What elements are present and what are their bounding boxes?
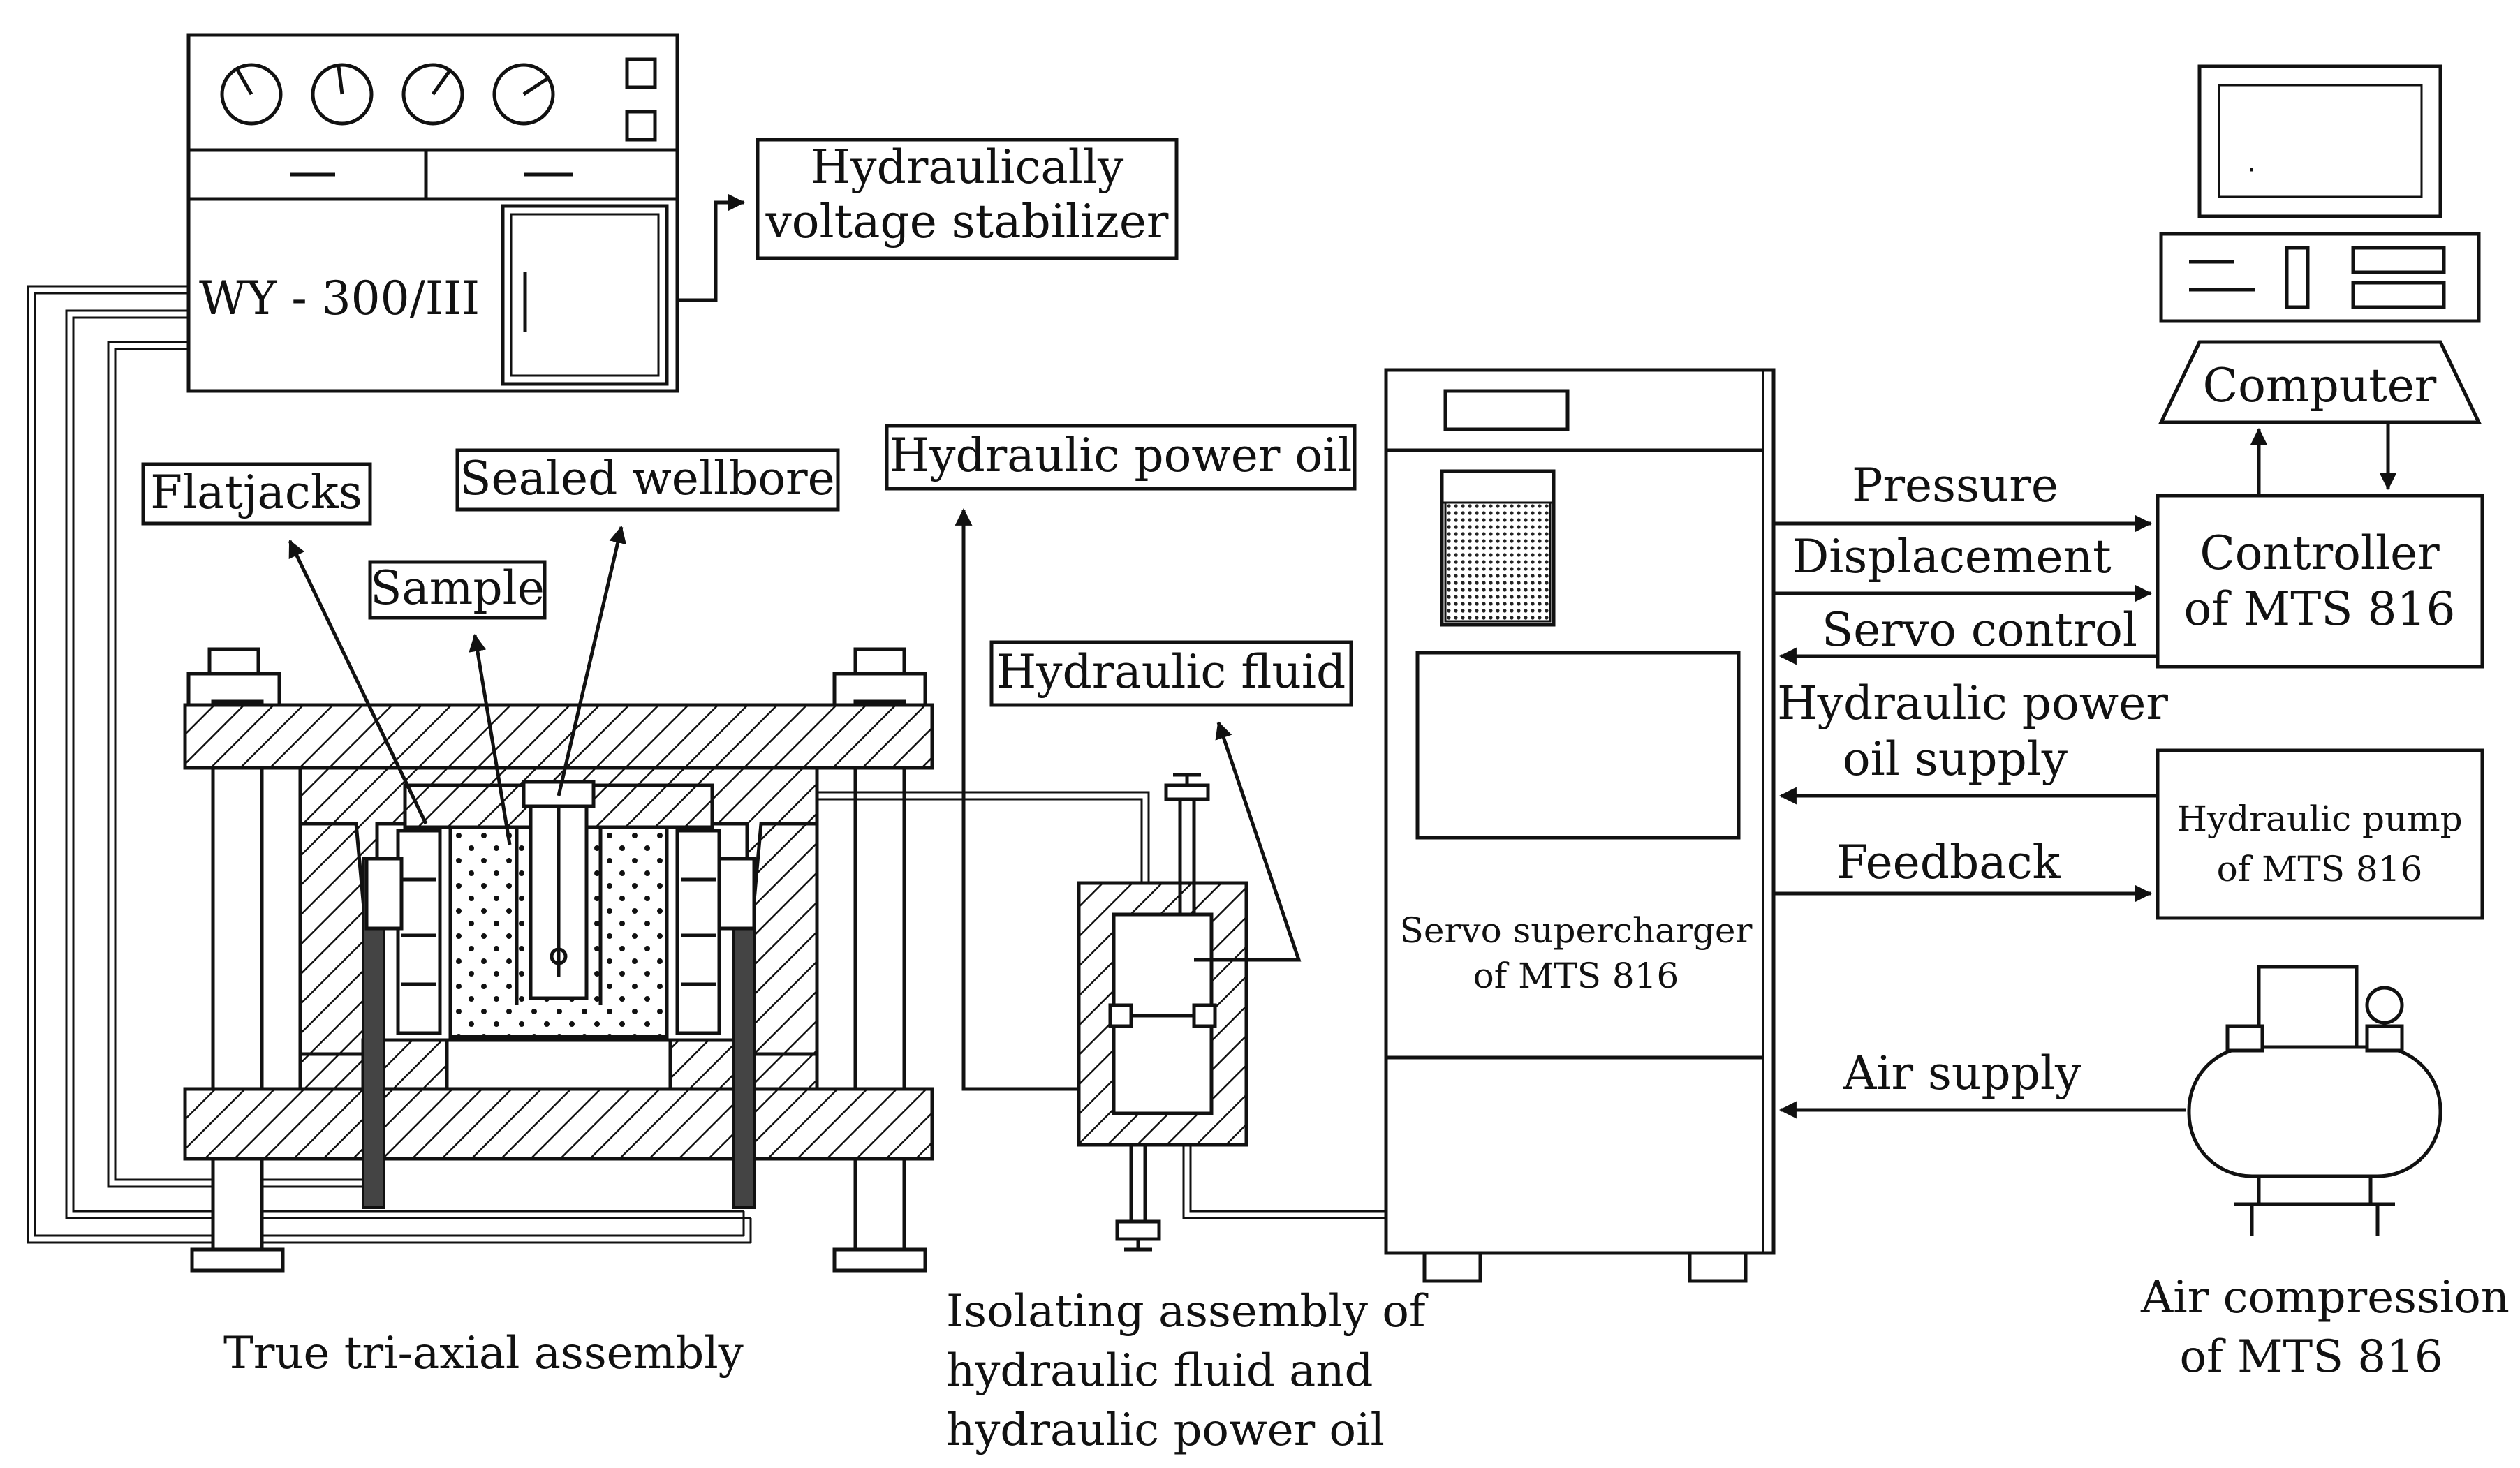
hydraulic-fluid-label-box: Hydraulic fluid xyxy=(989,640,1353,707)
servo-label-line1: Servo supercharger xyxy=(1400,910,1753,951)
stabilizer-label-box: Hydraulically voltage stabilizer xyxy=(756,138,1179,260)
triaxial-caption: True tri-axial assembly xyxy=(223,1328,744,1379)
wy300-label: WY - 300/III xyxy=(199,272,480,325)
isolating-assembly xyxy=(1077,773,1248,1252)
servo-supercharger: Servo supercharger of MTS 816 xyxy=(1384,368,1776,1283)
displacement-label: Displacement xyxy=(1792,530,2111,584)
feedback-label: Feedback xyxy=(1836,836,2061,889)
computer-icon xyxy=(2158,64,2482,424)
isolating-caption-line1: Isolating assembly of xyxy=(946,1286,1429,1337)
hydraulic-power-oil-label-box: Hydraulic power oil xyxy=(885,424,1357,491)
aircomp-caption-line1: Air compression xyxy=(2140,1272,2510,1324)
svg-text:Hydraulic fluid: Hydraulic fluid xyxy=(996,645,1346,699)
wy300-control-panel: WY - 300/III xyxy=(186,33,679,393)
triaxial-assembly xyxy=(183,647,934,1273)
servo-label-line2: of MTS 816 xyxy=(1473,956,1679,996)
isolating-caption-line2: hydraulic fluid and xyxy=(946,1345,1373,1397)
pressure-gauge-icon xyxy=(220,63,555,126)
air-supply-label: Air supply xyxy=(1843,1046,2081,1100)
svg-text:Sample: Sample xyxy=(370,561,545,615)
pressure-label: Pressure xyxy=(1852,459,2058,512)
computer-label: Computer xyxy=(2203,359,2437,413)
signal-arrows: Pressure Displacement Servo control Hydr… xyxy=(1774,459,2186,1119)
servo-control-label: Servo control xyxy=(1822,603,2137,657)
svg-text:Controller: Controller xyxy=(2200,526,2440,580)
aircomp-caption-line2: of MTS 816 xyxy=(2179,1331,2442,1383)
sample-label-box: Sample xyxy=(368,560,547,620)
svg-text:Flatjacks: Flatjacks xyxy=(150,466,362,519)
svg-text:Hydraulic power oil: Hydraulic power oil xyxy=(890,429,1353,482)
svg-text:of MTS 816: of MTS 816 xyxy=(2184,582,2456,636)
controller-box: Controller of MTS 816 xyxy=(2156,494,2484,669)
hpo-supply-label-line1: Hydraulic power xyxy=(1777,676,2168,730)
isolating-caption-line3: hydraulic power oil xyxy=(946,1404,1385,1456)
pipe-bundle xyxy=(27,285,752,1244)
flatjacks-label-box: Flatjacks xyxy=(141,462,372,526)
svg-text:voltage stabilizer: voltage stabilizer xyxy=(765,195,1169,249)
svg-text:Hydraulic pump: Hydraulic pump xyxy=(2176,799,2462,839)
svg-text:Hydraulically: Hydraulically xyxy=(811,140,1124,194)
svg-text:of MTS 816: of MTS 816 xyxy=(2217,849,2423,889)
sealed-wellbore-label-box: Sealed wellbore xyxy=(455,448,840,512)
hpo-supply-label-line2: oil supply xyxy=(1843,732,2068,786)
svg-text:Sealed wellbore: Sealed wellbore xyxy=(459,452,834,505)
hydraulic-pump-box: Hydraulic pump of MTS 816 xyxy=(2156,748,2484,920)
air-compressor-icon xyxy=(2187,965,2442,1236)
